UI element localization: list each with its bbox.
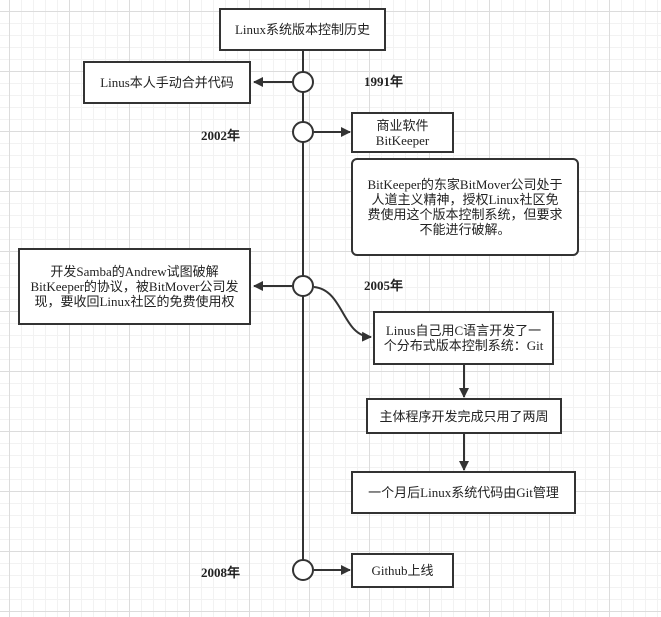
timeline-node-2005 [292,275,314,297]
diagram-title: Linux系统版本控制历史 [219,8,386,51]
timeline-node-1991 [292,71,314,93]
year-label-1991: 1991年 [364,74,404,89]
node-bitkeeper: 商业软件BitKeeper [351,112,454,153]
node-samba-crack: 开发Samba的Andrew试图破解BitKeeper的协议，被BitMover… [18,248,251,325]
year-label-2005: 2005年 [364,278,404,293]
timeline-node-2008 [292,559,314,581]
node-one-month: 一个月后Linux系统代码由Git管理 [351,471,576,514]
year-label-2002: 2002年 [201,128,241,143]
arrow-2005-git-created [313,286,372,342]
node-git-created: Linus自己用C语言开发了一个分布式版本控制系统：Git [373,311,554,365]
timeline-node-2002 [292,121,314,143]
node-manual-merge: Linus本人手动合并代码 [83,61,251,104]
node-two-weeks: 主体程序开发完成只用了两周 [366,398,562,434]
year-label-2008: 2008年 [201,565,241,580]
node-bitkeeper-license: BitKeeper的东家BitMover公司处于人道主义精神，授权Linux社区… [351,158,579,256]
node-github: Github上线 [351,553,454,588]
